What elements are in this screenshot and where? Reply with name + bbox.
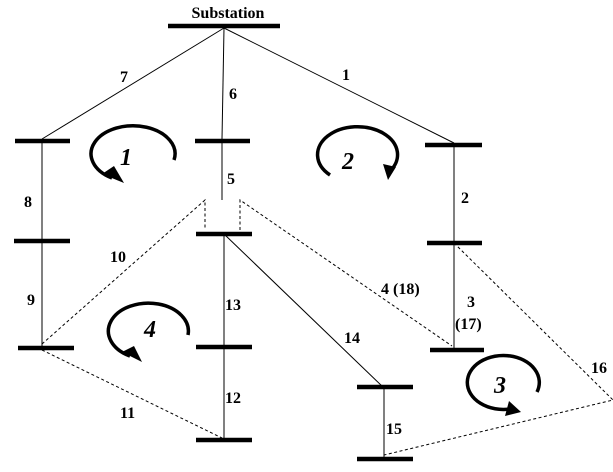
branch-6-line [221, 27, 225, 140]
branch-2-label: 2 [461, 190, 469, 207]
loop-1-label: 1 [120, 145, 132, 171]
loop-2-label: 2 [341, 149, 354, 175]
loop-3-arrow-arc [465, 353, 542, 412]
tie-lines [41, 198, 613, 456]
loop-4-arrow-arc [106, 301, 191, 358]
branch-3-alt-label: (17) [455, 316, 482, 333]
tie-line-11 [41, 349, 223, 439]
loop-1-arrowhead-icon [102, 166, 124, 183]
branch-1-label: 1 [342, 67, 350, 84]
branch-labels: 7 6 1 5 8 2 10 4 (18) 3 (17) 9 13 14 16 … [24, 67, 607, 438]
branch-14-label: 14 [344, 330, 360, 347]
branch-13-label: 13 [225, 297, 241, 314]
loop-4-arrowhead-icon [122, 346, 142, 362]
branch-7-line [41, 27, 225, 140]
loop-1-arrow-arc [89, 124, 177, 180]
tie-line-4 [239, 199, 453, 347]
loop-3-arrowhead-icon [505, 401, 521, 416]
branch-5-label: 5 [227, 171, 235, 188]
substation-label: Substation [192, 5, 265, 22]
branch-3-label: 3 [467, 294, 475, 311]
tie-line-10 [41, 198, 206, 345]
branch-14-line [223, 233, 385, 389]
loop-1: 1 [89, 124, 177, 183]
branch-8-label: 8 [24, 194, 32, 211]
branch-16-label: 16 [591, 360, 607, 377]
branch-7-label: 7 [120, 69, 128, 86]
loop-4: 4 [106, 301, 191, 362]
branch-15-label: 15 [386, 421, 402, 438]
loop-3-label: 3 [493, 373, 506, 399]
loop-3: 3 [465, 353, 542, 416]
branch-10-label: 10 [110, 249, 126, 266]
branch-4-label: 4 (18) [381, 281, 420, 298]
branch-11-label: 11 [120, 405, 135, 422]
buses [14, 23, 484, 462]
branch-6-label: 6 [229, 86, 237, 103]
feeder-lines [41, 27, 455, 458]
loop-2-arrow-arc [315, 124, 400, 177]
branch-9-label: 9 [27, 292, 35, 309]
loop-2-arrowhead-icon [383, 164, 396, 180]
loop-2: 2 [315, 124, 400, 180]
tie-line-16 [383, 242, 613, 456]
branch-1-line [223, 27, 455, 144]
branch-12-label: 12 [225, 390, 241, 407]
loop-4-label: 4 [143, 317, 156, 343]
